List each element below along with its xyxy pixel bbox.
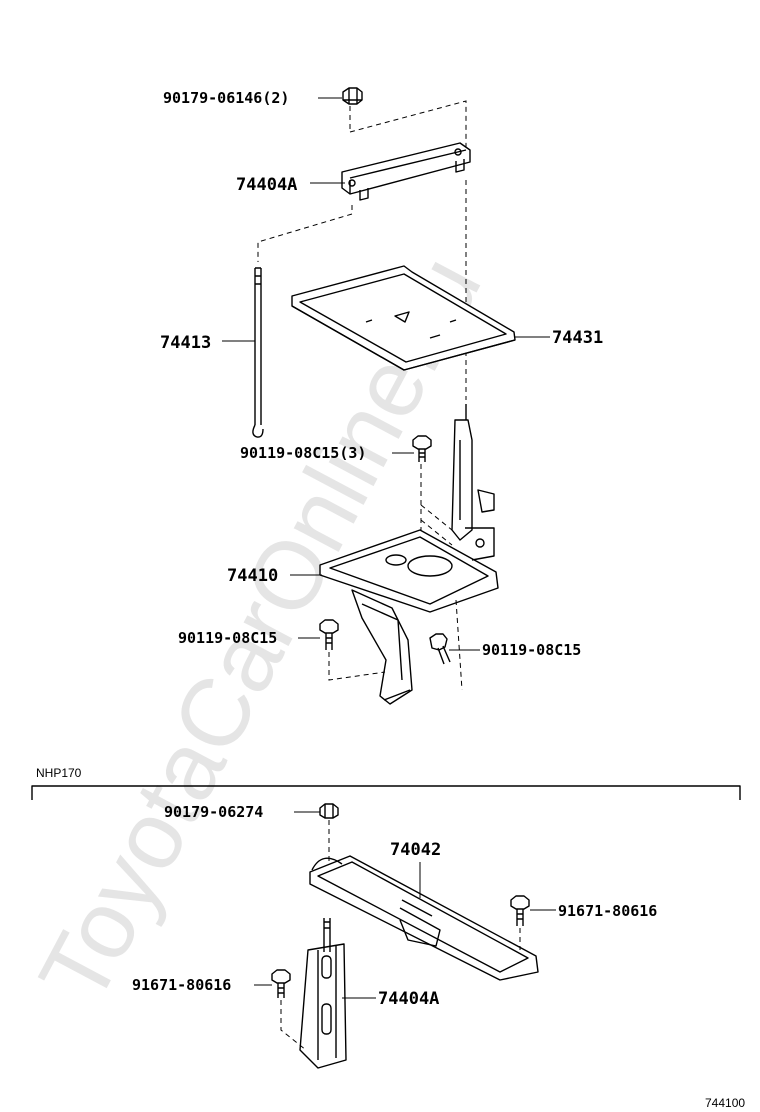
part-label-74410[interactable]: 74410	[227, 566, 278, 586]
battery-clamp-lower	[299, 918, 347, 1069]
part-label-74404A-lower[interactable]: 74404A	[378, 989, 439, 1009]
battery-tray	[291, 265, 516, 371]
part-label-90119-08C15-3[interactable]: 90119-08C15(3)	[240, 444, 366, 462]
part-label-91671-80616-left[interactable]: 91671-80616	[132, 976, 231, 994]
part-label-74431[interactable]: 74431	[552, 328, 603, 348]
part-label-74413[interactable]: 74413	[160, 333, 211, 353]
bolt-icon	[510, 895, 530, 926]
section-label: NHP170	[36, 766, 82, 780]
battery-hold-down	[309, 855, 539, 981]
part-label-90179-06146[interactable]: 90179-06146(2)	[163, 89, 289, 107]
part-label-91671-80616-right[interactable]: 91671-80616	[558, 902, 657, 920]
part-label-90119-08C15-right[interactable]: 90119-08C15	[482, 641, 581, 659]
battery-carrier	[319, 404, 499, 705]
battery-clamp-upper	[341, 142, 471, 201]
part-label-74042[interactable]: 74042	[390, 840, 441, 860]
bolt-icon	[429, 633, 451, 665]
part-label-90119-08C15-left[interactable]: 90119-08C15	[178, 629, 277, 647]
part-label-74404A-upper[interactable]: 74404A	[236, 175, 297, 195]
diagram-code: 744100	[705, 1096, 745, 1110]
part-label-90179-06274[interactable]: 90179-06274	[164, 803, 263, 821]
bolt-icon	[319, 619, 339, 650]
nut-icon	[319, 803, 339, 819]
bolt-icon	[412, 435, 432, 462]
nut-icon	[342, 87, 363, 105]
bolt-icon	[271, 969, 291, 998]
section-bracket	[31, 785, 741, 800]
hook-rod	[252, 267, 264, 438]
